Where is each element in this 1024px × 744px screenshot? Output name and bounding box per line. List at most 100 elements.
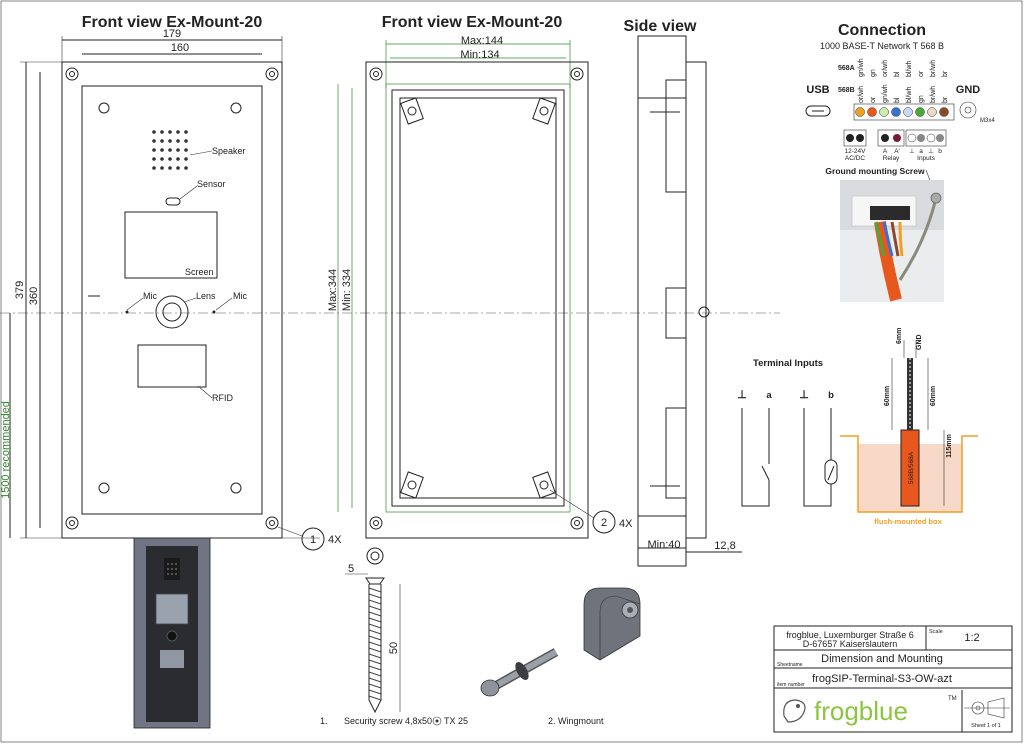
front-plate-inner — [81, 85, 263, 515]
reed-contact-b — [803, 408, 832, 507]
dim-min-134: Min:134 — [460, 49, 499, 61]
camera-lens — [155, 295, 189, 329]
label-relay-a: A — [883, 148, 888, 155]
label-gnd: GND — [956, 84, 981, 96]
wire-568b-4: bl — [894, 97, 901, 103]
wire-568a-1: gn/wh — [858, 58, 865, 77]
connection-title: Connection — [838, 22, 926, 39]
ground-screw-photo — [840, 180, 944, 302]
wire-568b-6: gn — [918, 95, 925, 103]
label-inputs: Inputs — [917, 155, 935, 162]
front-view-2-title: Front view Ex-Mount-20 — [382, 14, 563, 31]
relay-terminal — [877, 129, 905, 147]
frogblue-logo: frogblue TM — [783, 696, 957, 726]
device-photo — [133, 537, 211, 729]
torx-icon — [432, 716, 442, 726]
dim-179: 179 — [163, 28, 181, 40]
wall-top-section — [637, 35, 687, 99]
label-m3x4: M3x4 — [980, 118, 995, 124]
callout-2-number: 2 — [601, 517, 607, 529]
scale-value: 1:2 — [964, 632, 979, 644]
terminal-inputs: Terminal Inputs ⊥ a ⊥ b — [737, 358, 838, 507]
caption-tx: TX 25 — [444, 716, 468, 726]
label-usb: USB — [806, 84, 829, 96]
label-acdc: AC/DC — [845, 155, 866, 162]
brand-name: frogblue — [814, 696, 908, 726]
terminal-ground-2: ⊥ — [799, 389, 809, 401]
box-caption: flush-mounted box — [874, 517, 942, 526]
mount-inner — [399, 97, 557, 499]
label-screen: Screen — [185, 267, 214, 277]
wingmount-clips — [400, 97, 556, 499]
front-view-1: Front view Ex-Mount-20 179 160 379 360 1… — [0, 14, 342, 551]
callout-1 — [301, 527, 325, 551]
company-name: frogblue, Luxemburger Straße 6 — [786, 630, 914, 640]
terminal-ground-1: ⊥ — [737, 389, 747, 401]
caption-screw: Security screw 4,8x50 — [344, 716, 432, 726]
sheetname: Dimension and Mounting — [821, 653, 943, 665]
wire-568b-7: br/wh — [930, 86, 937, 103]
callout-2 — [592, 510, 616, 534]
wire-568b-3: gn/wh — [882, 84, 889, 103]
wingmount — [480, 587, 641, 697]
dim-160: 160 — [171, 42, 189, 54]
input-label-4: b — [938, 148, 942, 155]
label-lens: Lens — [196, 291, 216, 301]
label-12-24v: 12-24V — [845, 148, 867, 155]
front-view-2: Front view Ex-Mount-20 Max:144 Min:134 M… — [327, 14, 633, 539]
wire-568a-6: or — [918, 70, 925, 77]
wire-568a-5: bl/wh — [906, 61, 913, 77]
mount-opening — [391, 89, 565, 507]
security-screw: 5 50 — [345, 547, 401, 714]
wire-568a-4: bl — [894, 71, 901, 77]
label-mic-right: Mic — [233, 291, 247, 301]
dim-360: 360 — [28, 287, 40, 305]
speaker-grille — [152, 130, 188, 170]
connection-subtitle: 1000 BASE-T Network T 568 B — [820, 41, 944, 51]
side-view-title: Side view — [624, 18, 697, 35]
wires-568b: or/wh or gn/wh bl bl/wh gn br/wh br — [858, 84, 949, 103]
wire-568b-2: or — [870, 96, 877, 103]
label-mic-left: Mic — [143, 291, 157, 301]
terminal-a: a — [766, 390, 772, 401]
item-number: frogSIP-Terminal-S3-OW-azt — [812, 673, 952, 685]
projection-symbol — [964, 697, 1010, 719]
label-relay: Relay — [883, 155, 900, 162]
side-housing-mid — [665, 287, 687, 339]
connection-panel: Connection 1000 BASE-T Network T 568 B 5… — [805, 22, 995, 302]
mic-right — [212, 310, 216, 314]
mic-left — [125, 310, 129, 314]
inputs-terminal — [905, 129, 947, 147]
dim-min-40: Min:40 — [647, 539, 680, 551]
wire-568b-5: bl/wh — [906, 87, 913, 103]
company-address: D-67657 Kaiserslautern — [803, 639, 898, 649]
wire-568a-8: br — [942, 70, 949, 77]
usb-port-icon — [805, 105, 831, 117]
side-housing-bottom — [665, 407, 687, 499]
input-label-2: a — [919, 148, 923, 155]
wire-568b-8: br — [942, 96, 949, 103]
wire-568a-2: gn — [870, 69, 877, 77]
sheetname-label: Sheetname — [777, 662, 803, 668]
label-speaker: Speaker — [212, 146, 246, 156]
item-number-label: item number — [777, 682, 805, 688]
side-front-plate — [685, 61, 707, 539]
callout-1-qty: 4X — [328, 534, 342, 546]
screen — [124, 211, 218, 279]
input-label-3: ⊥ — [928, 148, 934, 155]
rj45-contacts — [855, 107, 949, 117]
corner-screws — [65, 67, 279, 530]
input-label-1: ⊥ — [909, 148, 915, 155]
dim-379: 379 — [14, 281, 26, 299]
front-view-1-title: Front view Ex-Mount-20 — [82, 14, 263, 31]
caption-wing: 2. Wingmount — [548, 716, 604, 726]
side-housing-top — [665, 79, 687, 193]
dim-min-334: Min: 334 — [341, 269, 353, 311]
scale-label: Scale — [929, 629, 943, 635]
brand-tm: TM — [948, 696, 957, 702]
power-terminal — [843, 129, 867, 147]
label-gnd-wire: GND — [916, 334, 923, 350]
row-568b: 568B — [838, 87, 855, 94]
dim-max-144: Max:144 — [461, 35, 503, 47]
